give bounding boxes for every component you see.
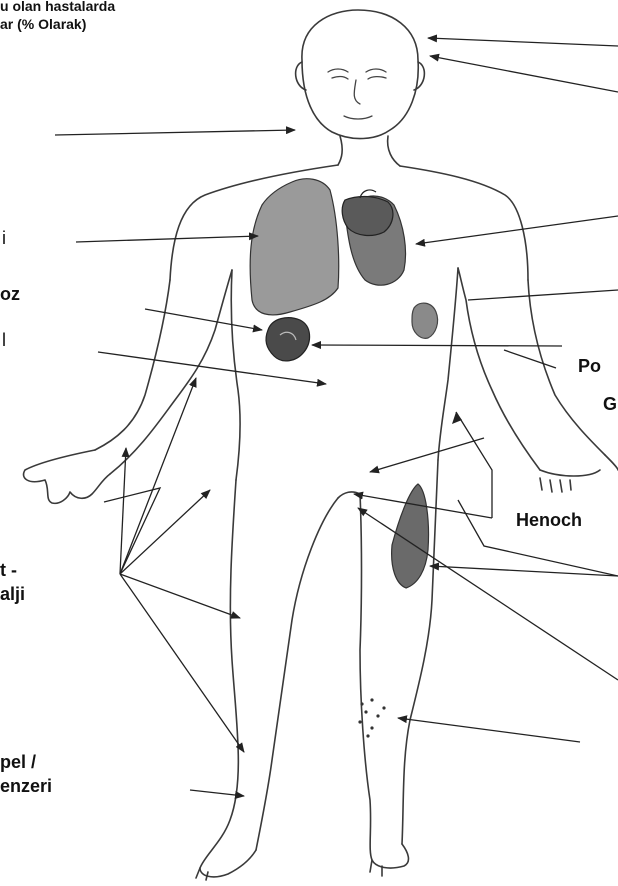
heart [342, 190, 393, 235]
label-left-alji: alji [0, 584, 25, 605]
arrow-lung [76, 236, 258, 242]
arrow-extra-heads [452, 412, 462, 424]
label-left-t: t - [0, 560, 17, 581]
label-left-enzeri: enzeri [0, 776, 52, 797]
arrow-joint-3 [120, 490, 210, 574]
label-left-l: l [2, 330, 6, 351]
arrow-groin [370, 438, 484, 472]
face [328, 69, 386, 119]
arrow-joint-1 [120, 378, 196, 574]
arrow-chest [416, 216, 618, 244]
kidney-right [412, 303, 438, 338]
arrow-joint-5 [120, 574, 244, 752]
arrow-joint-4 [120, 574, 240, 618]
arrow-head-lower [430, 56, 618, 92]
arrows [55, 38, 618, 796]
body-outline [24, 10, 618, 880]
arrow-joint-2 [120, 448, 126, 574]
caption-line-2: ar (% Olarak) [0, 16, 86, 32]
arrow-knee [358, 508, 618, 680]
label-right-henoch: Henoch [516, 510, 582, 531]
kidney-left [266, 318, 310, 361]
arrow-mouth [55, 130, 295, 135]
arrow-head-upper [428, 38, 618, 46]
arrow-skin [398, 718, 580, 742]
caption-line-1: u olan hastalarda [0, 0, 115, 14]
label-right-g: G [603, 394, 617, 415]
label-left-pel: pel / [0, 752, 36, 773]
label-right-po: Po [578, 356, 601, 377]
label-left-oz: oz [0, 284, 20, 305]
label-left-i: i [2, 228, 6, 249]
leg-lesion [392, 484, 429, 588]
arrow-kidney-from-right [312, 345, 562, 346]
